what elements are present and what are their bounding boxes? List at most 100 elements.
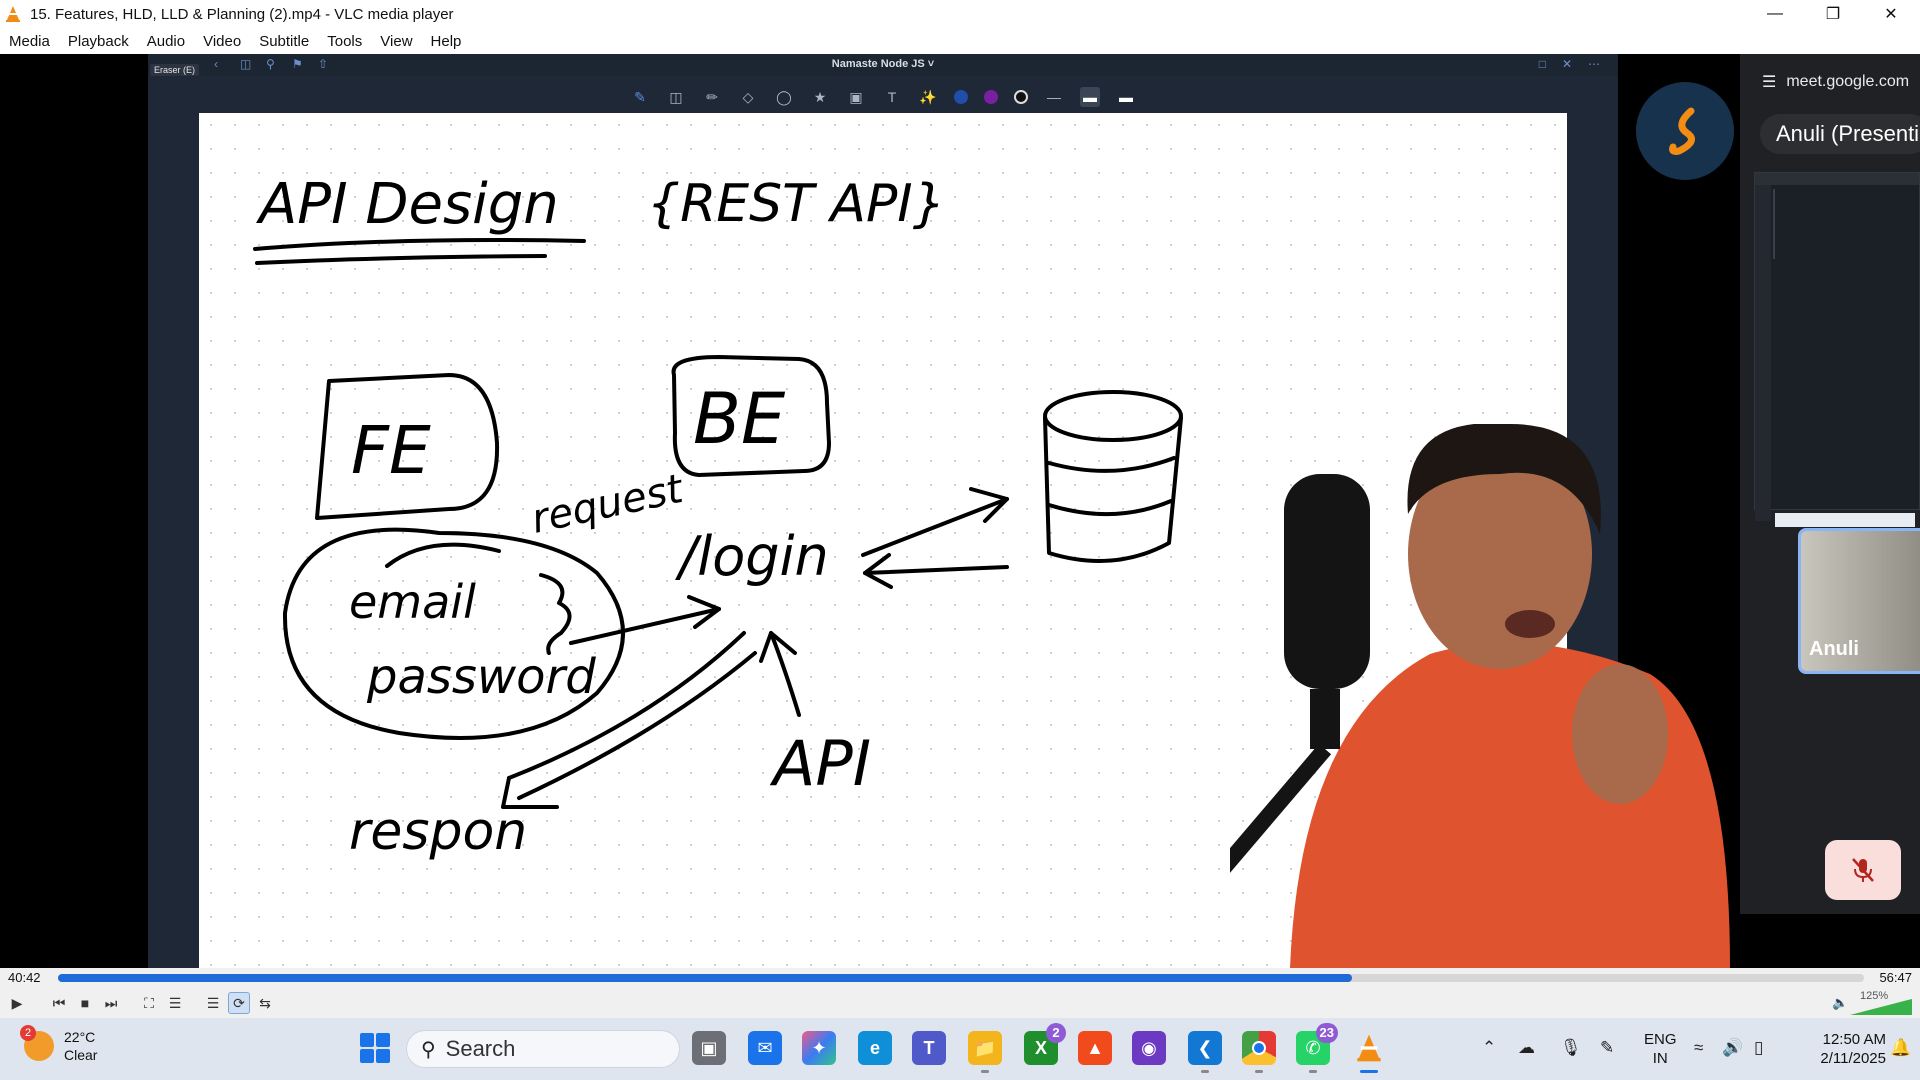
menu-help[interactable]: Help bbox=[430, 32, 462, 50]
proton-icon[interactable]: ◉ bbox=[1132, 1031, 1166, 1065]
chrome-icon[interactable] bbox=[1242, 1031, 1276, 1073]
thick-line-icon: ▬ bbox=[1119, 89, 1133, 105]
mic-off-button[interactable] bbox=[1825, 840, 1901, 900]
volume-label: 125% bbox=[1860, 990, 1889, 1002]
minimize-button[interactable]: — bbox=[1767, 5, 1783, 22]
be-box bbox=[671, 355, 831, 477]
extended-settings-button[interactable]: ☰ bbox=[168, 994, 182, 1011]
meet-url: meet.google.com bbox=[1786, 73, 1910, 90]
pen-tray-icon[interactable]: ✎ bbox=[1600, 1038, 1615, 1057]
play-button[interactable]: ▶ bbox=[11, 994, 23, 1011]
response-line-1 bbox=[507, 631, 746, 780]
taskbar-search[interactable]: ⚲ Search bbox=[406, 1030, 680, 1068]
task-view-icon[interactable]: ▣ bbox=[692, 1031, 726, 1065]
menu-tools[interactable]: Tools bbox=[327, 32, 363, 50]
brave-icon[interactable]: ▲ bbox=[1078, 1031, 1112, 1065]
weather-widget[interactable]: 2 22°C Clear bbox=[20, 1025, 97, 1064]
payload-bubble bbox=[282, 527, 625, 740]
seek-row: 40:42 56:47 bbox=[0, 968, 1920, 988]
battery-icon[interactable]: ▯ bbox=[1754, 1038, 1764, 1057]
presenter-chip[interactable]: Anuli (Presenting) bbox=[1760, 114, 1920, 154]
clock[interactable]: 12:50 AM 2/11/2025 bbox=[1796, 1030, 1886, 1068]
back-icon: ‹ bbox=[214, 57, 218, 71]
video-frame[interactable]: Eraser (E) ‹ ◫ ⚲ ⚑ ⇧ Namaste Node JS ˅ □… bbox=[0, 54, 1920, 968]
database-top bbox=[1043, 390, 1183, 442]
start-button[interactable] bbox=[360, 1033, 390, 1063]
menu-video[interactable]: Video bbox=[203, 32, 242, 50]
db-request-head bbox=[969, 487, 1009, 523]
seek-bar[interactable] bbox=[58, 974, 1864, 982]
bubble-line2: password bbox=[366, 649, 596, 705]
response-arrow-head bbox=[501, 776, 559, 809]
whiteboard-drawing: API Design {REST API} FE BE email passwo… bbox=[253, 172, 1183, 862]
presenter-hair bbox=[1407, 423, 1601, 534]
eraser-tooltip: Eraser (E) bbox=[150, 64, 200, 76]
menu-subtitle[interactable]: Subtitle bbox=[259, 32, 310, 50]
volume-icon[interactable]: 🔊 bbox=[1722, 1038, 1744, 1057]
presenter-hand bbox=[1572, 664, 1668, 804]
menu-view[interactable]: View bbox=[380, 32, 413, 50]
clock-time: 12:50 AM bbox=[1822, 1031, 1886, 1048]
loop-button[interactable]: ⟳ bbox=[228, 992, 250, 1014]
site-settings-icon[interactable]: ☰ bbox=[1762, 74, 1777, 91]
drawing-toolbar: ✎ ◫ ✏ ◇ ◯ ★ ▣ T ✨ — ▬ ▬ bbox=[148, 82, 1618, 112]
speaker-icon[interactable]: 🔈 bbox=[1832, 995, 1849, 1010]
shared-screen-thumbnail bbox=[1754, 172, 1920, 527]
language-indicator[interactable]: ENG IN bbox=[1644, 1030, 1677, 1068]
chevron-up-icon[interactable]: ⌃ bbox=[1482, 1038, 1497, 1057]
vscode-icon[interactable]: ❮ bbox=[1188, 1031, 1222, 1073]
microphone-icon[interactable]: 🎙 bbox=[1560, 1038, 1582, 1057]
api-arrow-line bbox=[769, 631, 801, 717]
mail-icon[interactable]: ✉ bbox=[748, 1031, 782, 1065]
heading-text: API Design bbox=[256, 172, 559, 237]
menu-media[interactable]: Media bbox=[9, 32, 50, 50]
edge-icon[interactable]: e bbox=[858, 1031, 892, 1065]
whatsapp-badge: 23 bbox=[1315, 1023, 1338, 1043]
menu-audio[interactable]: Audio bbox=[146, 32, 186, 50]
stop-button[interactable]: ■ bbox=[80, 995, 90, 1011]
thin-line-icon: — bbox=[1047, 89, 1061, 105]
teams-icon[interactable]: T bbox=[912, 1031, 946, 1065]
heading-suffix-text: {REST API} bbox=[647, 174, 946, 234]
previous-button[interactable]: ⏮ bbox=[52, 994, 66, 1011]
wifi-icon[interactable]: ≈ bbox=[1694, 1038, 1704, 1057]
menu-playback[interactable]: Playback bbox=[67, 32, 129, 50]
shuffle-button[interactable]: ⇆ bbox=[259, 994, 271, 1011]
participant-tile[interactable]: Anuli bbox=[1798, 528, 1920, 674]
more-icon: ⋯ bbox=[1588, 57, 1600, 71]
medium-line-icon: ▬ bbox=[1080, 87, 1100, 107]
response-line-2 bbox=[517, 651, 757, 800]
next-button[interactable]: ⏭ bbox=[104, 994, 118, 1011]
vlc-taskbar-icon[interactable] bbox=[1352, 1031, 1386, 1073]
page-add-icon: □ bbox=[1538, 57, 1546, 71]
presenter-face bbox=[1408, 439, 1592, 669]
moon-weather-icon: 2 bbox=[20, 1025, 54, 1061]
language-line1: ENG bbox=[1644, 1031, 1677, 1048]
search-placeholder: Search bbox=[445, 1036, 516, 1061]
elapsed-time: 40:42 bbox=[8, 970, 41, 985]
search-icon: ⚲ bbox=[421, 1038, 436, 1061]
notification-icon[interactable]: 🔔 bbox=[1890, 1038, 1912, 1057]
fullscreen-button[interactable]: ⛶ bbox=[144, 994, 154, 1011]
file-explorer-icon[interactable]: 📁 bbox=[968, 1031, 1002, 1073]
onedrive-icon[interactable]: ☁ bbox=[1518, 1038, 1535, 1057]
language-line2: IN bbox=[1652, 1050, 1668, 1067]
copilot-icon[interactable]: ✦ bbox=[802, 1031, 836, 1065]
window-title: 15. Features, HLD, LLD & Planning (2).mp… bbox=[30, 5, 454, 23]
playlist-button[interactable]: ☰ bbox=[206, 994, 220, 1011]
document-title: Namaste Node JS ˅ bbox=[831, 58, 935, 70]
presenter-shirt bbox=[1290, 642, 1730, 968]
mic-off-icon bbox=[1852, 858, 1874, 882]
pen-icon: ✎ bbox=[634, 88, 646, 105]
request-arrow-line bbox=[569, 607, 721, 645]
close-button[interactable]: ✕ bbox=[1884, 6, 1898, 23]
database-ring-2 bbox=[1047, 499, 1173, 517]
volume-control[interactable]: 🔈 125% bbox=[1832, 990, 1912, 1015]
whatsapp-icon[interactable]: ✆23 bbox=[1296, 1023, 1338, 1073]
volume-slider[interactable] bbox=[1850, 999, 1912, 1015]
sidebar-icon: ◫ bbox=[240, 57, 252, 71]
maximize-button[interactable]: ❐ bbox=[1825, 6, 1841, 23]
clock-date: 2/11/2025 bbox=[1820, 1050, 1886, 1067]
lasso-icon: ◯ bbox=[776, 88, 792, 105]
